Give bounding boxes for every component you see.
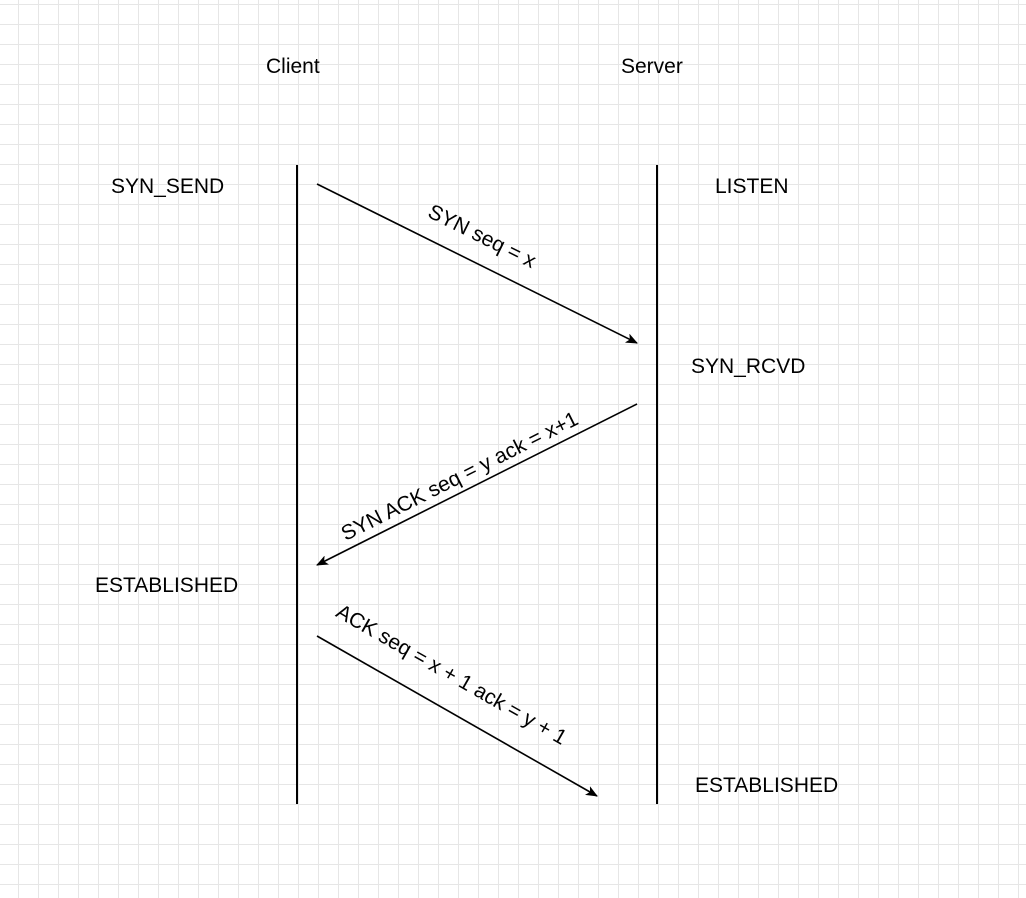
server-state-listen: LISTEN (715, 175, 789, 198)
client-state-syn-send: SYN_SEND (111, 175, 225, 198)
syn-ack-arrow (316, 403, 638, 566)
server-state-established: ESTABLISHED (695, 774, 839, 797)
client-title: Client (266, 55, 320, 78)
syn-arrow (316, 183, 638, 344)
client-state-established: ESTABLISHED (95, 574, 239, 597)
ack-arrow (316, 635, 598, 797)
server-title: Server (621, 55, 683, 78)
server-state-syn-rcvd: SYN_RCVD (691, 355, 806, 378)
